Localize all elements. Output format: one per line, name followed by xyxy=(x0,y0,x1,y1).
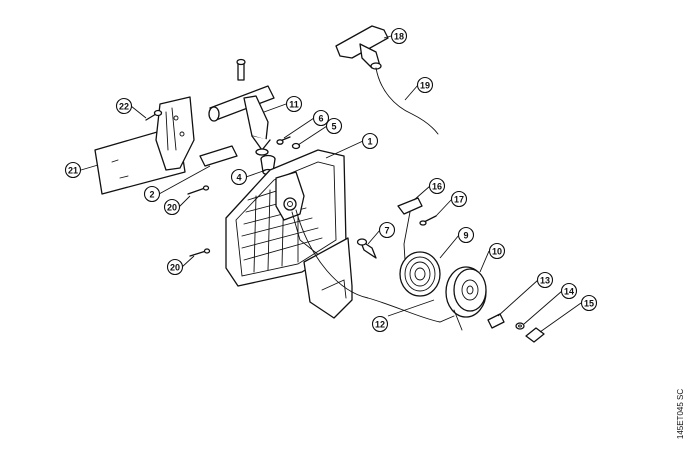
callout-label: 16 xyxy=(432,182,442,192)
callout-9: 9 xyxy=(457,226,475,244)
starter-grip-18 xyxy=(335,25,389,70)
screw-22 xyxy=(145,109,163,121)
callout-label: 13 xyxy=(540,276,550,286)
figure-reference-code: 145ET045 SC xyxy=(676,389,685,439)
callout-17: 17 xyxy=(450,190,468,208)
callout-7: 7 xyxy=(378,221,396,239)
callout-label: 12 xyxy=(375,320,385,330)
callout-label: 18 xyxy=(394,32,404,42)
callout-14: 14 xyxy=(560,282,578,300)
callout-label: 22 xyxy=(119,102,129,112)
callout-1: 1 xyxy=(361,132,379,150)
washer-14 xyxy=(515,322,525,330)
spring-clip-15 xyxy=(525,327,545,343)
callout-label: 4 xyxy=(236,173,241,183)
callout-22: 22 xyxy=(115,97,133,115)
callout-label: 20 xyxy=(167,203,177,213)
callout-label: 7 xyxy=(384,226,389,236)
callout-20-lower: 20 xyxy=(166,258,184,276)
pawl-13 xyxy=(487,313,505,329)
callout-20-upper: 20 xyxy=(163,198,181,216)
callout-18: 18 xyxy=(390,27,408,45)
callout-5: 5 xyxy=(325,117,343,135)
callout-15: 15 xyxy=(580,294,598,312)
callout-label: 2 xyxy=(149,190,154,200)
small-plate xyxy=(199,145,238,167)
callout-label: 20 xyxy=(170,263,180,273)
callout-label: 11 xyxy=(289,100,299,110)
screw-17 xyxy=(419,215,437,226)
callout-10: 10 xyxy=(488,242,506,260)
starter-rope xyxy=(295,209,455,323)
callout-label: 19 xyxy=(420,81,430,91)
callout-6: 6 xyxy=(312,109,330,127)
callout-4: 4 xyxy=(230,168,248,186)
pin-20-upper xyxy=(187,185,210,195)
callout-2: 2 xyxy=(143,185,161,203)
callout-label: 17 xyxy=(454,195,464,205)
leader-lines xyxy=(80,35,582,333)
callout-label: 5 xyxy=(331,122,336,132)
callout-12: 12 xyxy=(371,315,389,333)
callout-label: 15 xyxy=(584,299,594,309)
callout-label: 6 xyxy=(318,114,323,124)
callouts: 1 2 4 5 6 7 9 10 xyxy=(64,27,598,333)
rope-rotor-10 xyxy=(445,266,487,331)
screw-and-washer xyxy=(276,136,301,150)
rope-guide-11 xyxy=(208,58,275,156)
callout-label: 10 xyxy=(492,247,502,257)
callout-label: 14 xyxy=(564,287,574,297)
heat-shield-plate xyxy=(94,96,195,195)
callout-11: 11 xyxy=(285,95,303,113)
starter-rope-19 xyxy=(375,67,439,135)
spring-cover-12 xyxy=(303,237,353,319)
callout-16: 16 xyxy=(428,177,446,195)
callout-19: 19 xyxy=(416,76,434,94)
pin-20-lower xyxy=(189,248,211,257)
rewind-spring-9 xyxy=(399,251,441,297)
post-7 xyxy=(356,238,377,259)
callout-label: 21 xyxy=(68,166,78,176)
callout-21: 21 xyxy=(64,161,82,179)
callout-label: 1 xyxy=(367,137,372,147)
callout-13: 13 xyxy=(536,271,554,289)
callout-label: 9 xyxy=(463,231,468,241)
